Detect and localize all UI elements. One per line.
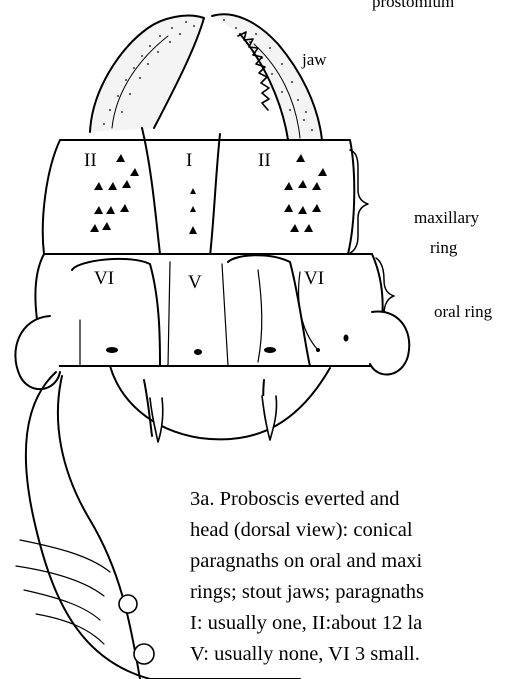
prostomium-label: prostomium (372, 0, 454, 12)
area-II-left-label: II (84, 150, 97, 172)
paragnath-V (194, 349, 202, 355)
eye-upper (119, 595, 137, 613)
oral-ring-outline (35, 254, 382, 366)
paragnath-VI-right-large (264, 347, 276, 353)
area-VI-right-label: VI (304, 268, 324, 290)
caption-line: I: usually one, II:about 12 la (190, 608, 514, 639)
maxillary-label: maxillary (414, 208, 479, 228)
paragnath-VI-right-medium (344, 335, 349, 342)
oral-ring-label: oral ring (434, 302, 492, 322)
right-lobe (370, 312, 409, 375)
caption-line: 3a. Proboscis everted and (190, 484, 514, 515)
paragnath-VI-left (106, 347, 118, 353)
caption-line: paragnaths on oral and maxi (190, 546, 514, 577)
caption-line: head (dorsal view): conical (190, 515, 514, 546)
left-jaw (90, 16, 204, 132)
ring-label: ring (430, 238, 457, 258)
caption-line: rings; stout jaws; paragnaths (190, 577, 514, 608)
area-VI-left-label: VI (94, 268, 114, 290)
eye-lower (134, 644, 154, 664)
area-II-right-label: II (258, 150, 271, 172)
area-V-label: V (188, 272, 202, 294)
jaw-label: jaw (302, 50, 327, 70)
caption-line: V: usually none, VI 3 small. (190, 639, 514, 670)
figure-caption: 3a. Proboscis everted and head (dorsal v… (190, 484, 514, 670)
paragnath-VI-right-small (316, 348, 320, 352)
area-I-label: I (186, 150, 192, 172)
